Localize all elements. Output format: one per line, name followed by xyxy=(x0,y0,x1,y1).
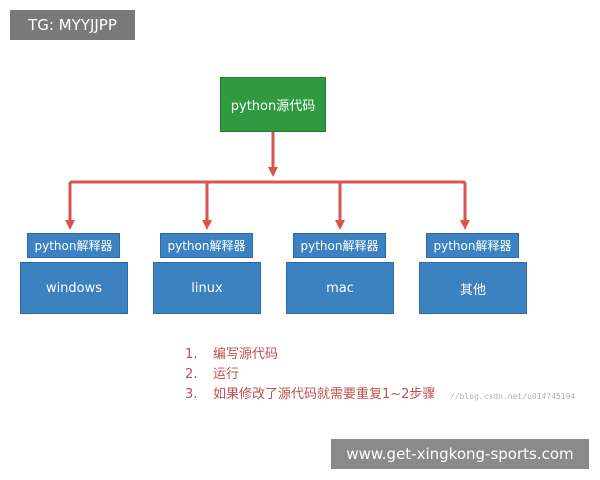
python-source-node: python源代码 xyxy=(220,77,326,132)
os-node-mac: mac xyxy=(286,262,394,314)
step-item: 2. 运行 xyxy=(185,365,435,385)
os-node-linux: linux xyxy=(153,262,261,314)
interpreter-node-windows: python解释器 xyxy=(27,233,120,258)
interpreter-node-other: python解释器 xyxy=(426,233,519,258)
step-number: 1. xyxy=(185,347,198,362)
interpreter-node-linux: python解释器 xyxy=(160,233,253,258)
os-node-windows: windows xyxy=(20,262,128,314)
step-number: 3. xyxy=(185,387,198,402)
site-watermark: www.get-xingkong-sports.com xyxy=(331,439,589,469)
interpreter-node-mac: python解释器 xyxy=(293,233,386,258)
step-text: 运行 xyxy=(213,367,240,382)
step-text: 编写源代码 xyxy=(213,347,279,362)
step-text: 如果修改了源代码就需要重复1~2步骤 xyxy=(213,387,436,402)
tg-label: TG: MYYJJPP xyxy=(10,10,135,40)
step-item: 1. 编写源代码 xyxy=(185,345,435,365)
steps-list: 1. 编写源代码 2. 运行 3. 如果修改了源代码就需要重复1~2步骤 xyxy=(185,345,435,405)
step-number: 2. xyxy=(185,367,198,382)
os-node-other: 其他 xyxy=(419,262,527,314)
faint-watermark: //blog.csdn.net/u014745194 xyxy=(450,392,576,401)
step-item: 3. 如果修改了源代码就需要重复1~2步骤 xyxy=(185,385,435,405)
